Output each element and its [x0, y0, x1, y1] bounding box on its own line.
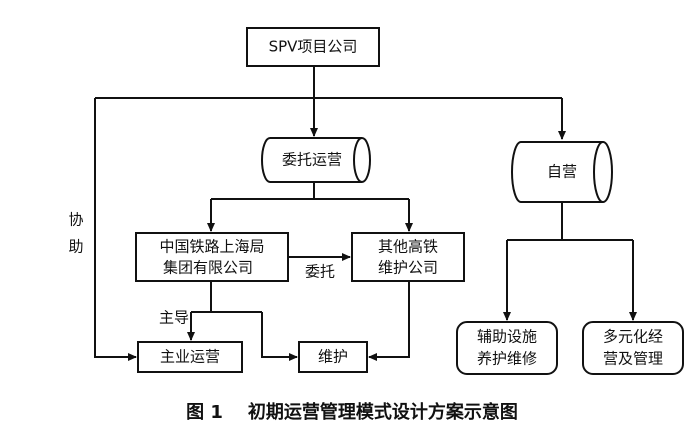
- edge-assist-to-main-ops: [94, 98, 137, 361]
- edge-label-weituo: 委托: [305, 263, 335, 281]
- edge-label-zhudao: 主导: [159, 309, 189, 327]
- node-main-ops-label: 主业运营: [160, 348, 220, 366]
- node-china-rail-line1: 中国铁路上海局: [159, 238, 264, 256]
- node-diverse: 多元化经 营及管理: [582, 321, 684, 375]
- node-maintenance: 维护: [298, 341, 368, 373]
- node-china-rail-line2: 集团有限公司: [163, 259, 253, 277]
- node-spv: SPV项目公司: [246, 27, 380, 67]
- node-diverse-line1: 多元化经: [603, 328, 663, 346]
- node-other-hsr-line1: 其他高铁: [378, 238, 438, 256]
- node-other-hsr: 其他高铁 维护公司: [351, 232, 465, 282]
- figure-caption: 图 1 初期运营管理模式设计方案示意图: [186, 401, 518, 423]
- edge-label-zhu: 助: [68, 238, 83, 256]
- node-main-ops: 主业运营: [137, 341, 243, 373]
- node-aux-facility: 辅助设施 养护维修: [456, 321, 558, 375]
- node-ziying-label: 自营: [547, 163, 577, 181]
- node-weituo-yunying: 委托运营: [261, 137, 371, 183]
- node-spv-label: SPV项目公司: [269, 38, 358, 56]
- edge-china-rail-to-maintenance: [261, 312, 298, 361]
- node-aux-line2: 养护维修: [477, 350, 537, 368]
- node-other-hsr-line2: 维护公司: [378, 259, 438, 277]
- node-weituo-yunying-label: 委托运营: [282, 151, 342, 169]
- node-maintenance-label: 维护: [318, 348, 348, 366]
- edge-other-hsr-to-maintenance: [368, 281, 410, 361]
- node-china-rail: 中国铁路上海局 集团有限公司: [135, 232, 289, 282]
- node-diverse-line2: 营及管理: [603, 350, 663, 368]
- node-aux-line1: 辅助设施: [477, 328, 537, 346]
- edge-label-xie: 协: [68, 211, 83, 229]
- node-ziying: 自营: [511, 141, 613, 203]
